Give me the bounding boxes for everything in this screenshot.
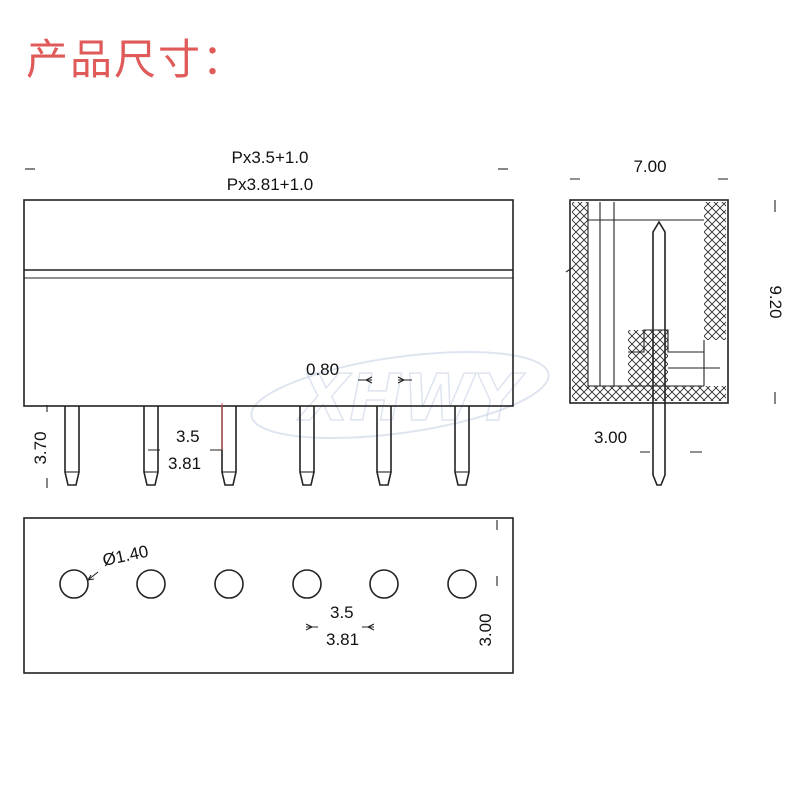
- side-wall-right-hatch: [704, 202, 726, 340]
- hole-diameter-leader: [87, 571, 99, 581]
- side-clamp-outline: [628, 329, 704, 353]
- bottom-pitch-arrows: [305, 623, 375, 631]
- pitch-formula-2: Px3.81+1.0: [227, 175, 314, 194]
- side-pin: [652, 220, 666, 486]
- side-pin-offset-label: 3.00: [594, 428, 627, 447]
- pin-hole: [136, 569, 166, 599]
- bottom-holes: [59, 569, 477, 599]
- side-height-label: 9.20: [766, 285, 785, 318]
- front-pitch-2-label: 3.81: [168, 454, 201, 473]
- side-floor-hatch: [572, 386, 726, 401]
- pin-hole: [447, 569, 477, 599]
- front-view: Px3.5+1.0 Px3.81+1.0 0.80 3.70 3.5 3.81: [23, 148, 514, 488]
- front-pin: [299, 406, 315, 486]
- pin-hole: [292, 569, 322, 599]
- side-wall-left-hatch: [572, 202, 588, 390]
- front-pin: [376, 406, 392, 486]
- side-width-label: 7.00: [633, 157, 666, 176]
- pin-width-arrow-right: [397, 376, 412, 384]
- front-pin: [143, 406, 159, 486]
- watermark-text: XHWY: [296, 362, 526, 436]
- bottom-pitch-2-label: 3.81: [326, 630, 359, 649]
- pin-height-label: 3.70: [31, 431, 50, 464]
- bottom-pitch-1-label: 3.5: [330, 603, 354, 622]
- pin-width-label: 0.80: [306, 360, 339, 379]
- pin-hole: [369, 569, 399, 599]
- connector-body: [23, 199, 514, 407]
- pin-hole: [214, 569, 244, 599]
- front-pin: [454, 406, 470, 486]
- front-pin: [221, 406, 237, 486]
- pin-width-arrow-left: [358, 376, 373, 384]
- bottom-view: Ø1.40 3.5 3.81 3.00: [23, 517, 514, 674]
- page-title: 产品尺寸：: [26, 35, 247, 84]
- side-body: [569, 199, 729, 404]
- hole-diameter-label: Ø1.40: [101, 542, 150, 570]
- watermark: XHWY: [250, 350, 550, 440]
- side-inner-slot-lines: [599, 202, 615, 386]
- pin-hole: [59, 569, 89, 599]
- bottom-body: [23, 517, 514, 674]
- pitch-formula-1: Px3.5+1.0: [231, 148, 308, 167]
- front-pin: [64, 406, 80, 486]
- front-pins: [64, 406, 470, 486]
- front-pitch-1-label: 3.5: [176, 427, 200, 446]
- side-latch: [565, 267, 573, 273]
- side-view: 7.00 9.20 3.00: [565, 157, 785, 486]
- bottom-depth-label: 3.00: [476, 613, 495, 646]
- side-clamp-hatch: [628, 330, 668, 386]
